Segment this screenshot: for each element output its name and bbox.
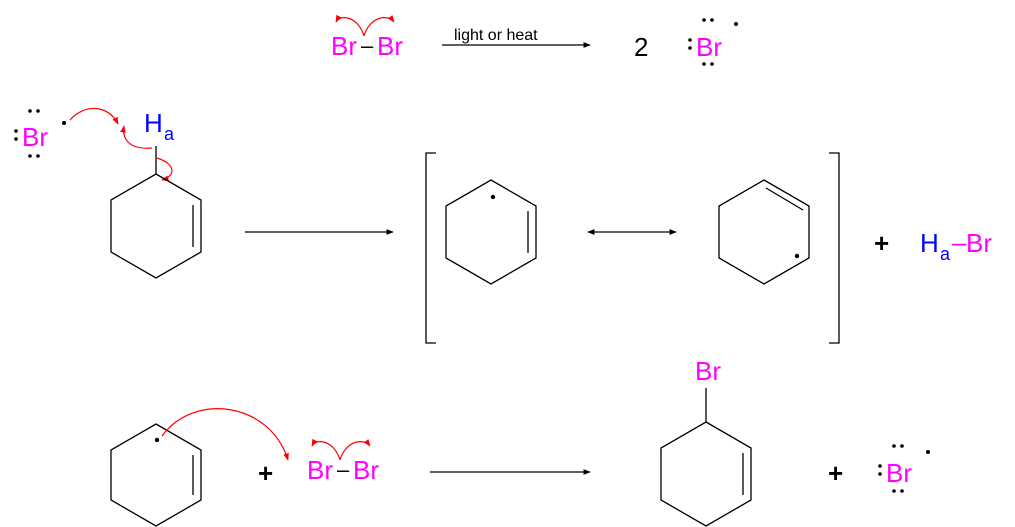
propagation-plus-2: +	[828, 458, 843, 488]
initiation-product-br: Br	[696, 32, 722, 62]
abstraction-product-h: H	[920, 228, 939, 258]
initiation-product-radical-dot	[734, 22, 738, 26]
homolysis-curved-arrow-left	[335, 14, 365, 37]
abstraction-product-bond: –	[952, 227, 967, 257]
abstraction-product-h-subscript: a	[940, 244, 951, 264]
cyclohexene-reactant	[110, 146, 202, 279]
propagation-step: + Br – Br Br + Br	[110, 356, 930, 527]
abstraction-curved-arrow-ring	[156, 157, 173, 181]
initiation-condition: light or heat	[454, 27, 538, 44]
initiation-step: Br – Br light or heat 2 Br	[331, 14, 738, 66]
homolysis-curved-arrow-right	[363, 15, 395, 37]
abstraction-h-subscript: a	[164, 124, 175, 144]
allyl-radical-structure-2	[718, 179, 810, 285]
allyl-radical-structure-1	[445, 179, 537, 285]
abstraction-radical-dot	[62, 121, 66, 125]
propagation-curved-arrow-radical	[161, 408, 289, 461]
propagation-product-lone-pairs	[878, 444, 904, 493]
propagation-curved-arrow-right	[339, 439, 371, 461]
propagation-plus-1: +	[258, 458, 273, 488]
abstraction-radical-lone-pairs	[14, 109, 40, 158]
bromocyclohexene-product	[660, 388, 752, 527]
resonance-bracket-left	[425, 152, 436, 344]
allyl-radical-dot-1	[490, 194, 496, 200]
abstraction-product-br: Br	[966, 228, 992, 258]
initiation-reactant-left-br: Br	[331, 31, 357, 61]
propagation-reagent-bond: –	[337, 457, 350, 482]
allyl-radical-reactant	[110, 423, 202, 527]
initiation-reactant-right-br: Br	[377, 31, 403, 61]
propagation-product-radical-dot	[926, 450, 930, 454]
abstraction-h-label: H	[144, 108, 163, 138]
abstraction-plus: +	[874, 228, 889, 258]
abstraction-step: Br H a	[14, 107, 992, 344]
propagation-curved-arrow-left	[311, 438, 341, 461]
resonance-bracket-right	[829, 152, 840, 344]
propagation-product-radical-br: Br	[886, 458, 912, 488]
abstraction-curved-arrow-br	[69, 107, 119, 125]
allyl-radical-dot-2	[794, 253, 800, 259]
allyl-radical-dot-3	[154, 437, 160, 443]
propagation-product-substituent: Br	[695, 356, 721, 386]
propagation-reagent-right-br: Br	[353, 455, 379, 485]
initiation-coefficient: 2	[634, 32, 648, 62]
initiation-product-lone-pairs	[688, 18, 714, 66]
initiation-reactant-bond: –	[361, 33, 374, 58]
abstraction-radical-br: Br	[22, 122, 48, 152]
abstraction-curved-arrow-bond	[120, 125, 153, 149]
propagation-reagent-left-br: Br	[307, 455, 333, 485]
